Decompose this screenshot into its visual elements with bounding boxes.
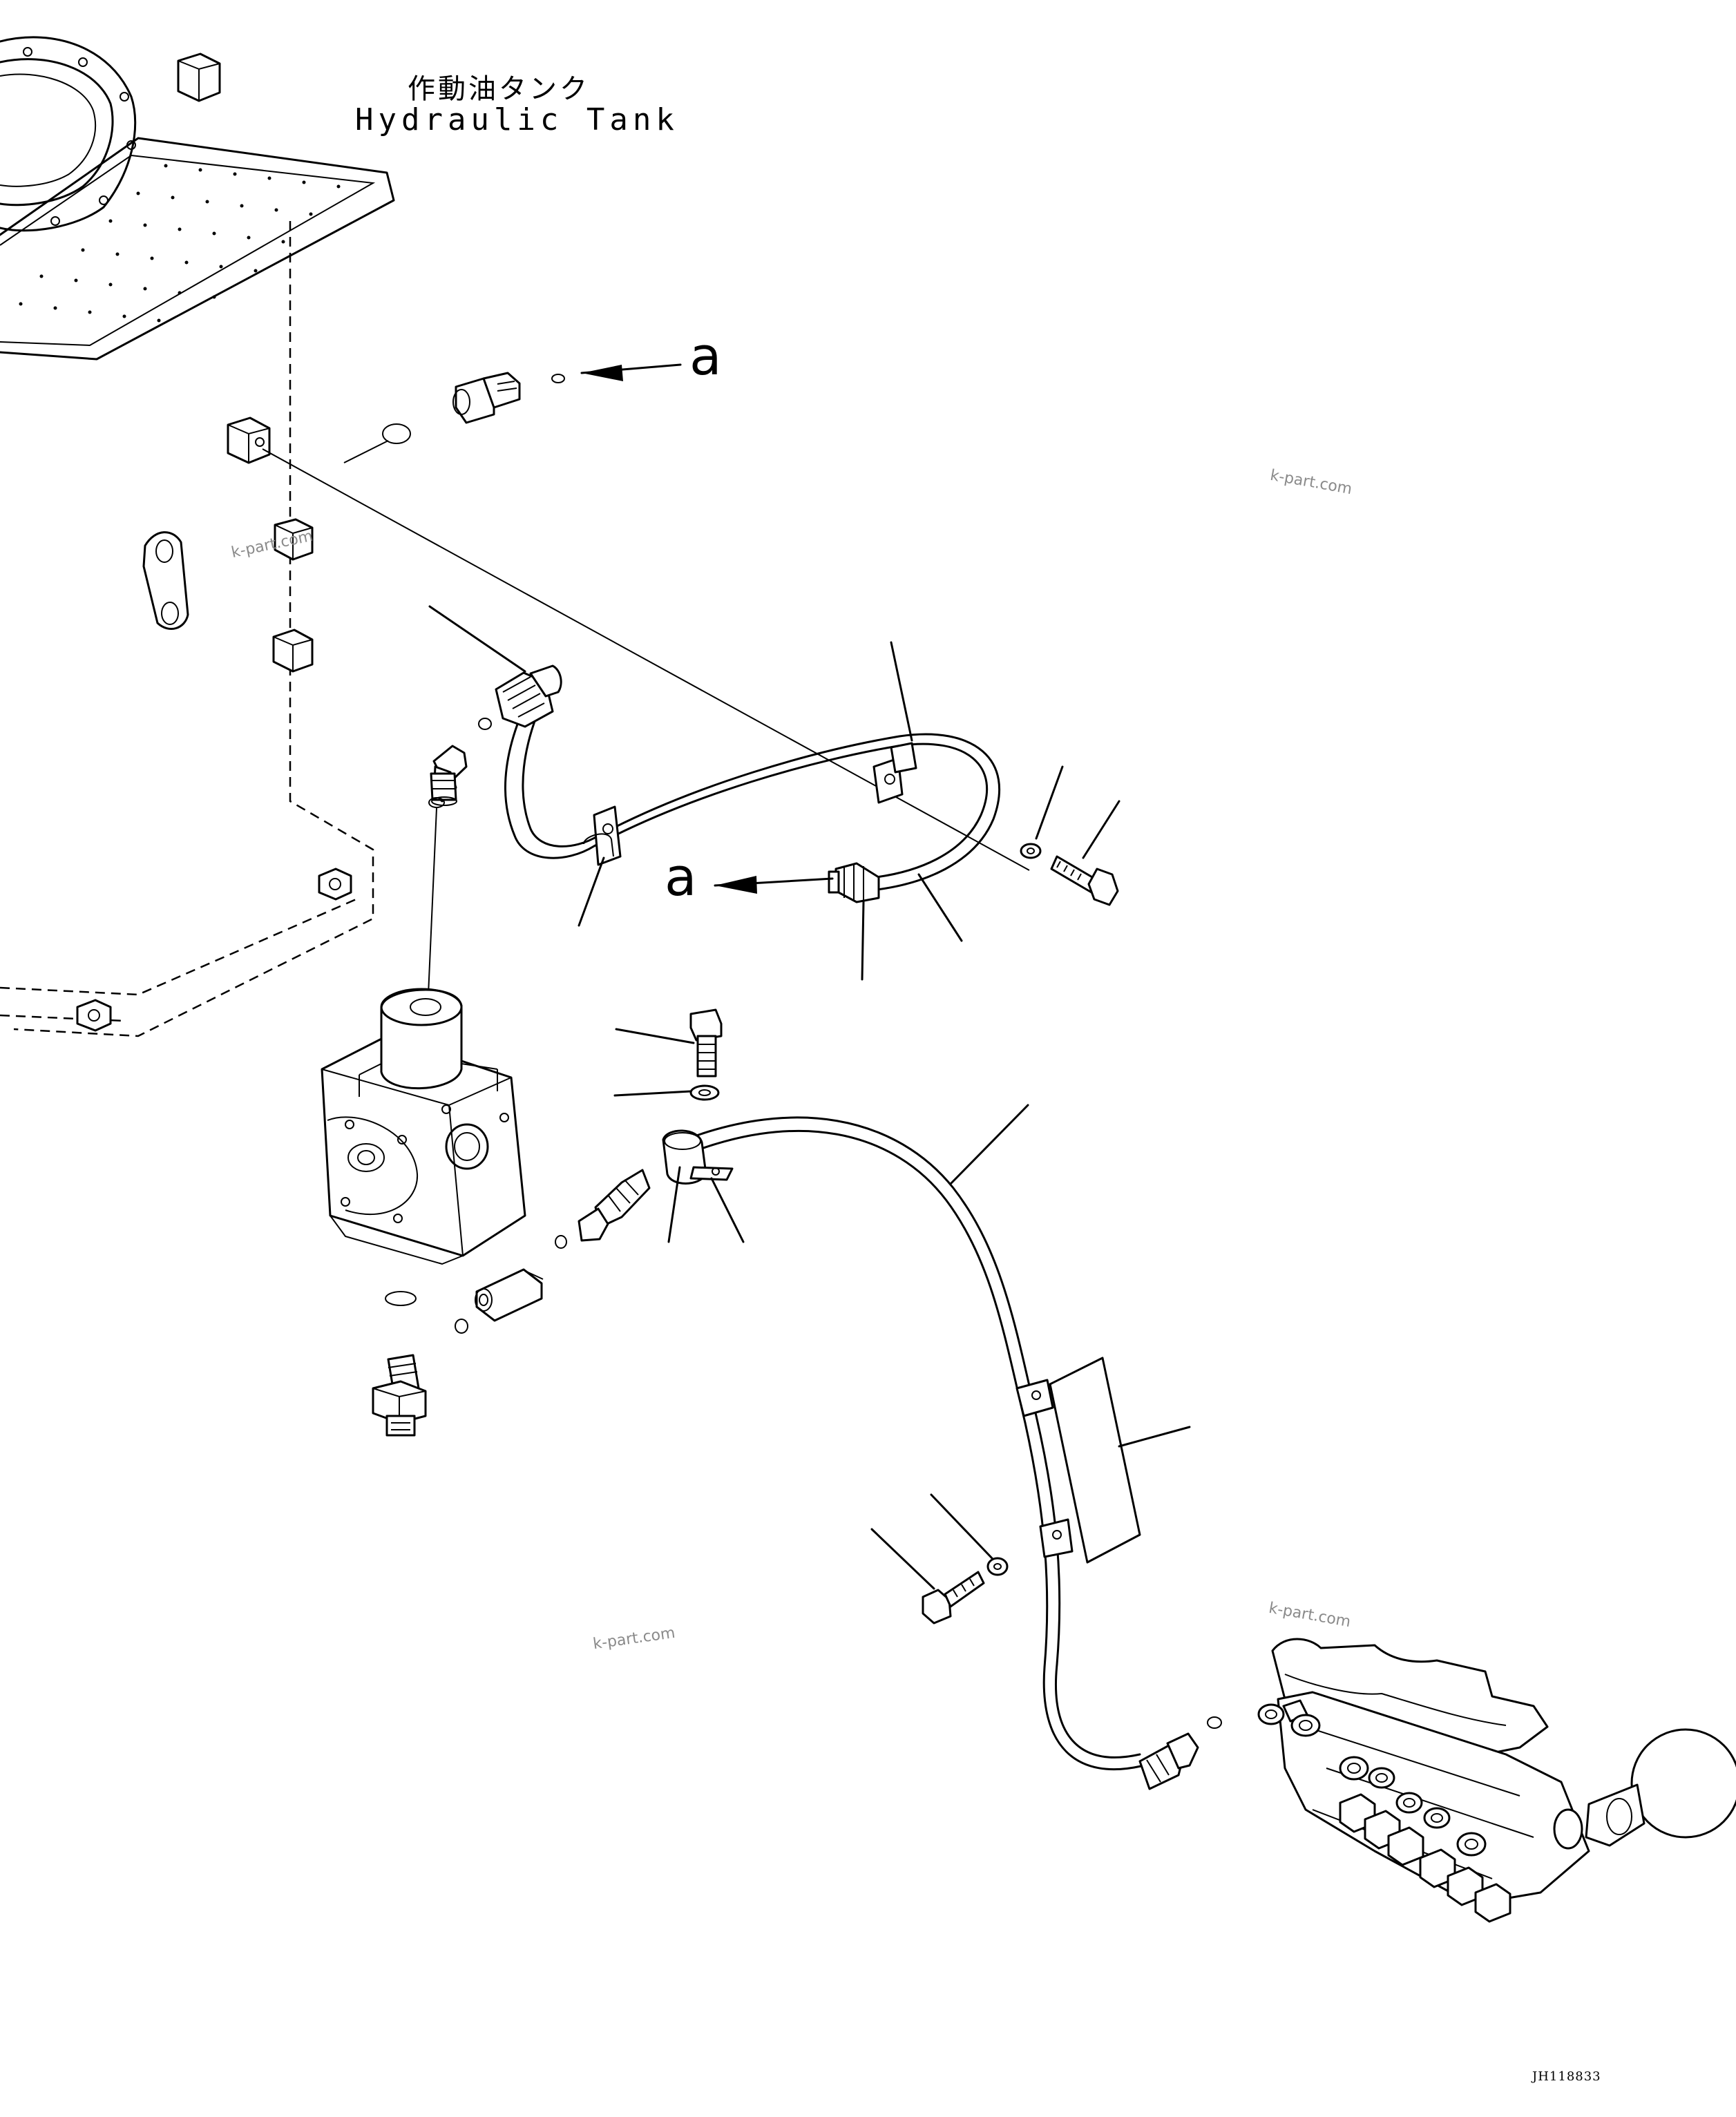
- o-ring-icon: [551, 374, 565, 383]
- leader-line: [578, 856, 605, 927]
- o-ring-icon: [382, 423, 411, 444]
- pressure-switch-icon: [452, 372, 521, 424]
- leader-line: [667, 1166, 681, 1243]
- o-ring-icon: [555, 1235, 567, 1249]
- tank-label-japanese: 作動油タンク: [408, 73, 590, 105]
- leader-line: [1035, 765, 1064, 840]
- leader-line: [930, 1493, 993, 1560]
- leader-line: [917, 873, 963, 942]
- elbow-fitting-icon: [430, 745, 468, 806]
- leader-line: [949, 1104, 1029, 1185]
- valve-port-icon: [1257, 1699, 1487, 1857]
- leader-line: [615, 1028, 695, 1044]
- control-valve-manifold-icon: [1257, 1638, 1736, 1923]
- o-ring-icon: [478, 718, 492, 730]
- lower-hose-icon: [578, 1116, 1199, 1790]
- o-ring-icon: [428, 797, 445, 808]
- reference-line: [428, 807, 437, 995]
- washer-icon: [1020, 843, 1042, 859]
- bolt-icon: [1050, 855, 1119, 906]
- bolt-icon: [689, 1008, 723, 1077]
- leader-line: [710, 1177, 745, 1243]
- o-ring-icon: [455, 1319, 468, 1334]
- tank-label-english: Hydraulic Tank: [355, 102, 679, 137]
- o-ring-icon: [1207, 1716, 1222, 1729]
- drawing-code: JH118833: [1532, 2069, 1601, 2084]
- leader-line: [613, 1090, 692, 1097]
- callout-a-top: a: [689, 325, 722, 387]
- pump-valve-block-icon: [321, 988, 526, 1265]
- o-ring-icon: [385, 1291, 417, 1306]
- leader-line: [870, 1528, 935, 1590]
- washer-icon: [689, 1084, 720, 1101]
- washer-icon: [986, 1557, 1009, 1576]
- upper-hose-icon: [495, 664, 1001, 903]
- adapter-icon: [475, 1268, 544, 1322]
- leader-line: [861, 901, 865, 981]
- accumulator-icon: [1630, 1728, 1736, 1839]
- pressure-sensor-icon: [372, 1354, 427, 1437]
- callout-a-middle: a: [665, 846, 697, 908]
- leader-line: [1118, 1426, 1191, 1448]
- tank-perforation: [19, 164, 341, 323]
- leader-line: [1082, 800, 1120, 859]
- connector-icon: [1339, 1793, 1511, 1923]
- leader-line: [890, 641, 913, 742]
- reference-line: [262, 448, 1030, 871]
- arrow-head-icon: [715, 876, 757, 894]
- arrow-head-icon: [582, 365, 623, 381]
- hydraulic-tank-icon: [0, 36, 395, 1037]
- bolt-icon: [922, 1571, 985, 1625]
- leader-line: [428, 605, 526, 673]
